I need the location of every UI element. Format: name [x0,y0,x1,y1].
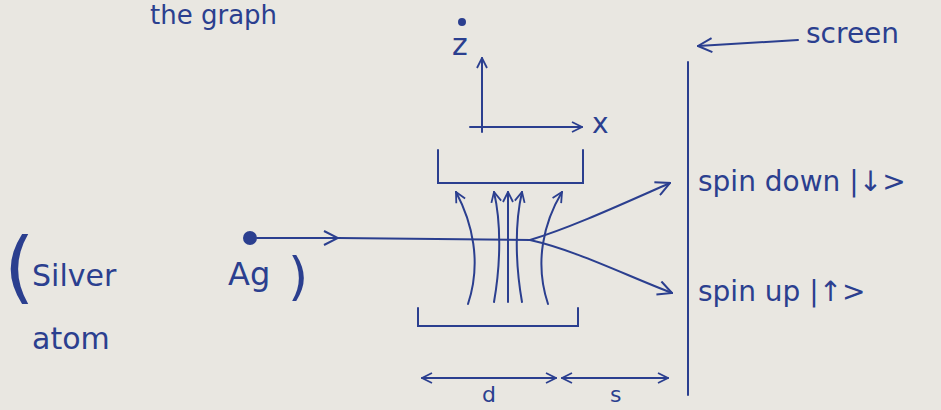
x-axis [470,126,582,128]
magnet-bottom [418,308,578,326]
atom-beam [257,237,338,239]
field-line [456,192,475,304]
atom-label: Silver atom [32,244,140,370]
field-line [494,192,499,302]
dimension-d [422,377,556,379]
dimension-s [562,377,668,379]
atom-beam [338,238,530,240]
field-line [507,192,509,302]
dimension-label: s [610,384,621,406]
axis-dot [459,19,465,25]
screen-label: screen [806,20,899,48]
screen-line [687,62,689,395]
atom-symbol: Ag [228,258,270,290]
dimension-label: d [482,384,496,406]
axis-label: z [452,30,468,60]
beam-spin-up [530,240,672,293]
parenthesis: ( [4,228,34,306]
field-line [517,192,522,302]
beam-spin-down [530,183,670,240]
magnet-top [438,150,583,183]
spin-label: spin down |↓> [698,168,906,196]
silver-atom-dot [244,232,256,244]
axis-label: x [592,110,609,138]
parenthesis: ) [288,250,308,302]
z-axis [481,58,483,132]
page-heading: the graph [150,2,277,28]
spin-label: spin up |↑> [698,278,866,306]
screen-pointer [698,40,798,46]
